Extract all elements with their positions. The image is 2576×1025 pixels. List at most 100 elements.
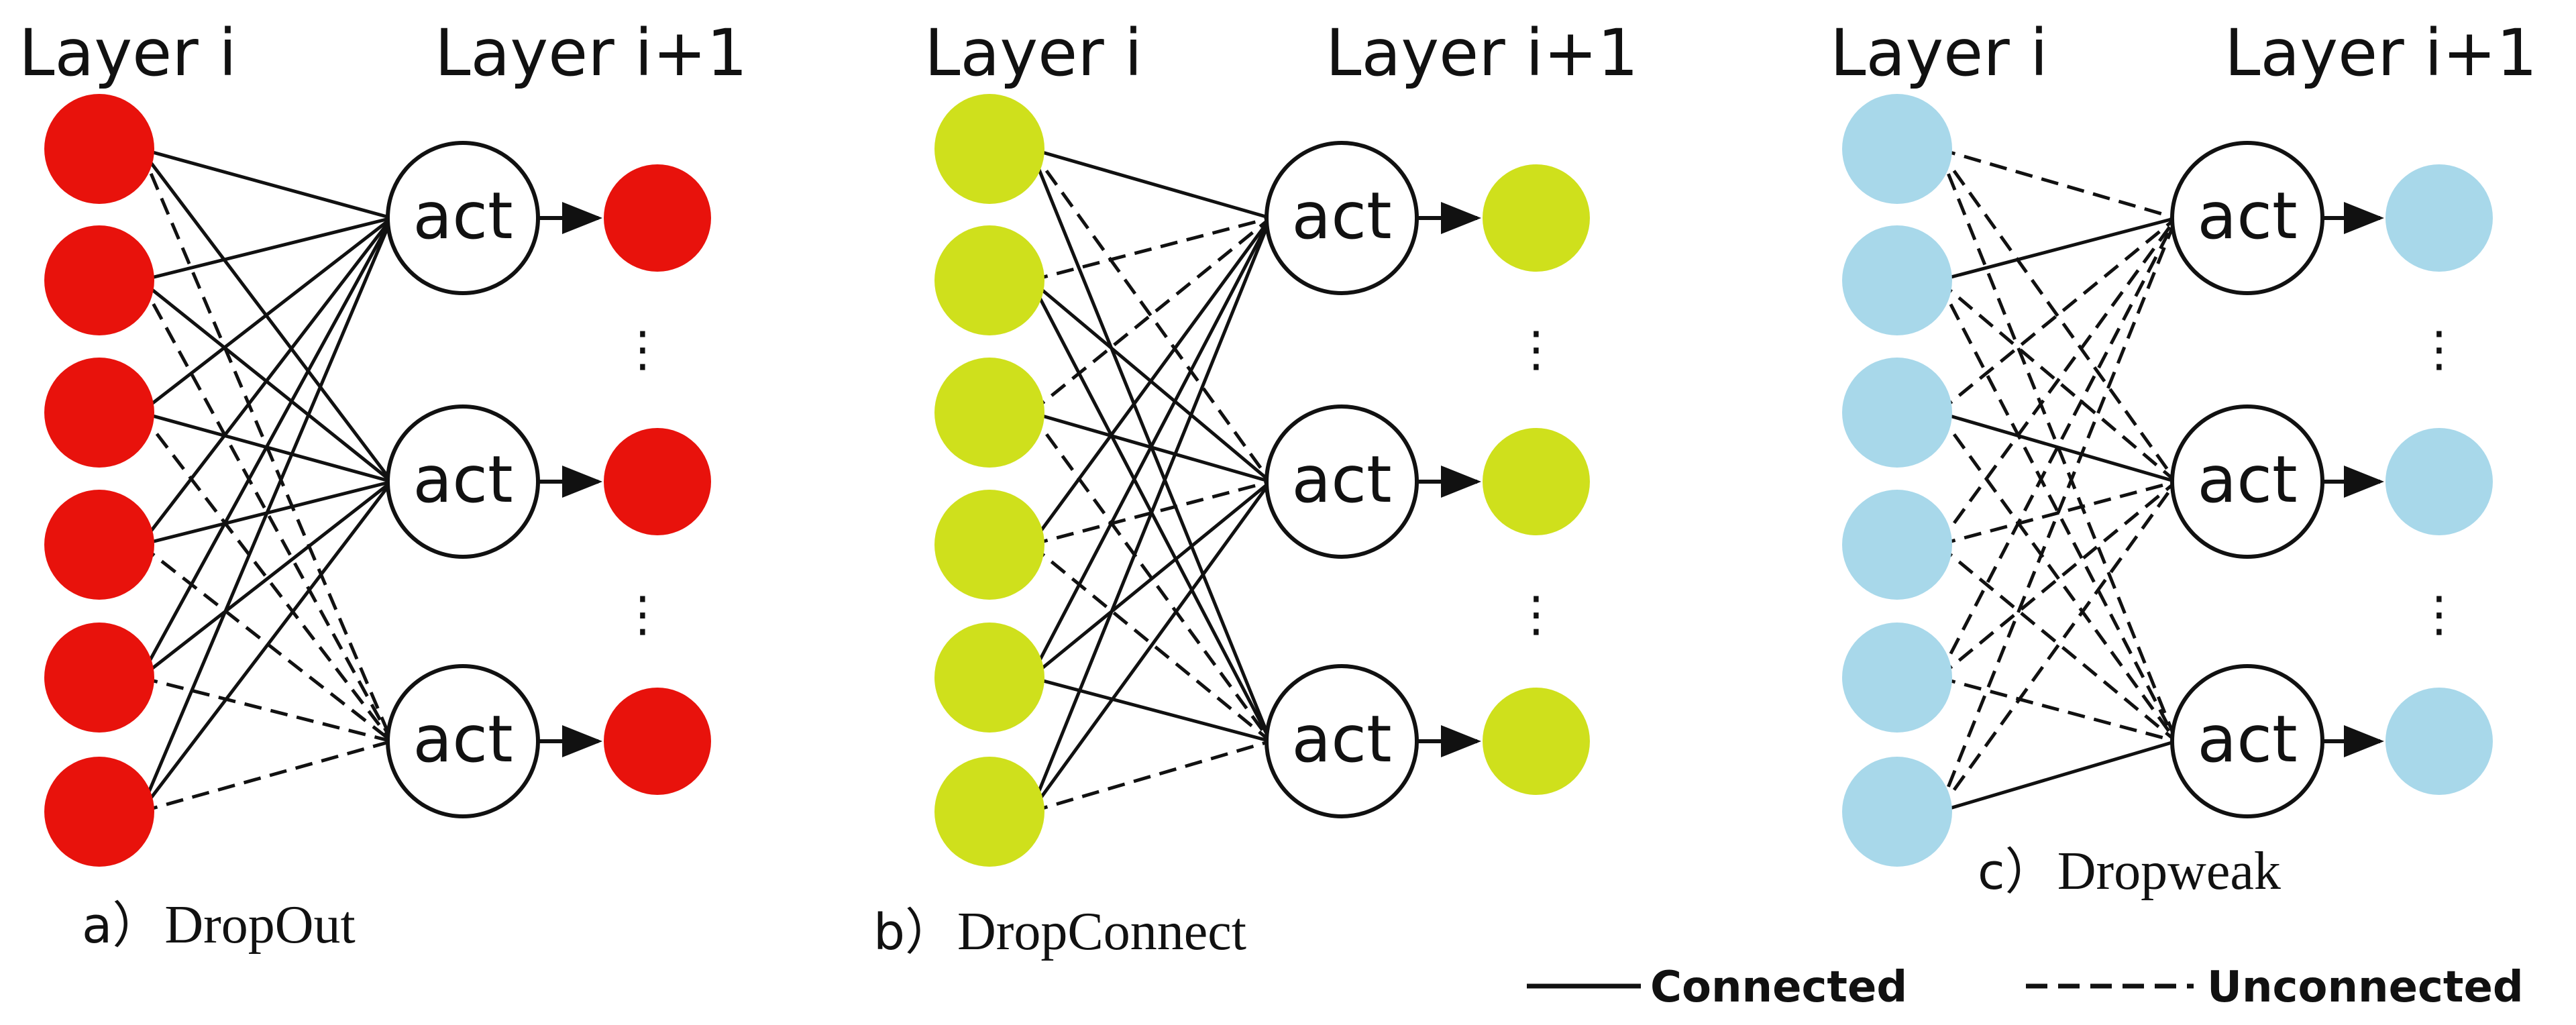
input-node <box>1842 623 1952 733</box>
input-node <box>44 225 154 335</box>
edge-solid <box>139 217 394 812</box>
input-node <box>1842 358 1952 468</box>
panel-dropweak-ellipsis-1: ⋮ <box>2415 321 2463 377</box>
panel-dropout-ellipsis-1: ⋮ <box>619 321 667 377</box>
panel-dropout-edges <box>139 147 394 814</box>
legend: Connected Unconnected <box>1527 963 2524 1012</box>
edge-solid <box>139 480 393 813</box>
edge-solid <box>1030 147 1271 220</box>
edge-solid <box>1937 411 2177 484</box>
edge-dashed <box>1937 217 2178 546</box>
panel-dropout-output-nodes <box>604 164 711 795</box>
panel-dropout-layer-next-label: Layer i+1 <box>435 15 747 91</box>
panel-dropout-ellipsis-2: ⋮ <box>619 586 667 642</box>
panel-dropweak-input-nodes <box>1842 94 1952 867</box>
panel-dropout-layer-i-label: Layer i <box>19 15 237 91</box>
panel-dropconnect-output-nodes <box>1483 164 1590 795</box>
edge-solid <box>139 480 393 679</box>
edge-dashed <box>1937 480 2177 547</box>
input-node <box>1842 490 1952 600</box>
panel-dropweak-caption-letter: c） <box>1978 843 2055 901</box>
edge-dashed <box>1937 279 2178 743</box>
panel-dropconnect-ellipsis-2: ⋮ <box>1512 586 1560 642</box>
panel-dropweak-act-nodes: act act act <box>2170 141 2384 818</box>
edge-solid <box>1937 216 2177 282</box>
act-label: act <box>2197 178 2297 254</box>
panel-dropweak-caption: c） Dropweak <box>1978 842 2281 901</box>
edge-dashed <box>1937 148 2178 742</box>
input-node <box>1842 94 1952 204</box>
edge-dashed <box>140 676 392 743</box>
panel-dropconnect-edges <box>1029 147 1273 814</box>
edge-solid <box>1029 217 1273 679</box>
output-node <box>1483 164 1590 272</box>
output-node <box>2385 688 2493 795</box>
legend-unconnected-label: Unconnected <box>2207 963 2524 1012</box>
output-node <box>604 688 711 795</box>
edge-dashed <box>1030 739 1271 814</box>
panel-dropconnect-input-nodes <box>934 94 1044 867</box>
edge-dashed <box>1029 217 1272 414</box>
edge-dashed <box>1937 480 2178 813</box>
edge-solid <box>140 216 392 282</box>
edge-dashed <box>1937 217 2178 679</box>
edge-solid <box>139 217 393 546</box>
input-node <box>934 490 1044 600</box>
edge-dashed <box>1029 148 1273 483</box>
input-node <box>44 757 154 867</box>
edge-dashed <box>1937 411 2178 743</box>
panel-dropconnect-layer-i-label: Layer i <box>924 15 1142 91</box>
edge-dashed <box>1937 480 2178 679</box>
panel-dropout-caption-letter: a） <box>82 897 162 955</box>
edge-dashed <box>1029 411 1273 743</box>
edge-solid <box>1029 480 1273 813</box>
act-label: act <box>413 702 513 777</box>
edge-dashed <box>1937 543 2178 743</box>
input-node <box>44 623 154 733</box>
edge-dashed <box>1937 147 2177 220</box>
edge-dashed <box>139 411 393 743</box>
edge-solid <box>1029 480 1272 679</box>
edge-solid <box>140 147 392 220</box>
panel-dropout: Layer i Layer i+1 act act act ⋮ ⋮ a） DropO… <box>19 15 747 955</box>
input-node <box>934 94 1044 204</box>
panel-dropweak-edges <box>1937 147 2178 814</box>
edge-dashed <box>1030 216 1271 282</box>
panel-dropout-act-nodes: act act act <box>386 141 602 818</box>
panel-dropconnect-caption: b） DropConnect <box>873 902 1246 961</box>
edge-dashed <box>140 739 392 814</box>
input-node <box>44 490 154 600</box>
act-label: act <box>1291 702 1391 777</box>
input-node <box>44 94 154 204</box>
edge-solid <box>1030 676 1271 743</box>
panel-dropconnect-caption-letter: b） <box>873 904 955 961</box>
input-node <box>44 358 154 468</box>
edge-dashed <box>1029 543 1272 743</box>
input-node <box>934 358 1044 468</box>
edge-solid <box>139 217 394 679</box>
output-node <box>2385 164 2493 272</box>
output-node <box>2385 428 2493 535</box>
edge-solid <box>1029 217 1273 546</box>
output-node <box>604 428 711 535</box>
act-label: act <box>2197 702 2297 777</box>
edge-solid <box>1029 217 1273 812</box>
act-label: act <box>2197 442 2297 517</box>
input-node <box>1842 757 1952 867</box>
panel-dropweak-layer-next-label: Layer i+1 <box>2224 15 2537 91</box>
panel-dropweak-output-nodes <box>2385 164 2493 795</box>
panel-dropweak-caption-text: Dropweak <box>2057 842 2281 901</box>
act-label: act <box>413 442 513 517</box>
panel-dropweak-layer-i-label: Layer i <box>1830 15 2048 91</box>
output-node <box>1483 428 1590 535</box>
edge-dashed <box>1937 676 2177 743</box>
edge-dashed <box>139 279 394 743</box>
edge-solid <box>1937 739 2177 814</box>
edge-dashed <box>1937 148 2178 483</box>
panel-dropout-caption-text: DropOut <box>164 896 355 955</box>
act-label: act <box>413 178 513 254</box>
